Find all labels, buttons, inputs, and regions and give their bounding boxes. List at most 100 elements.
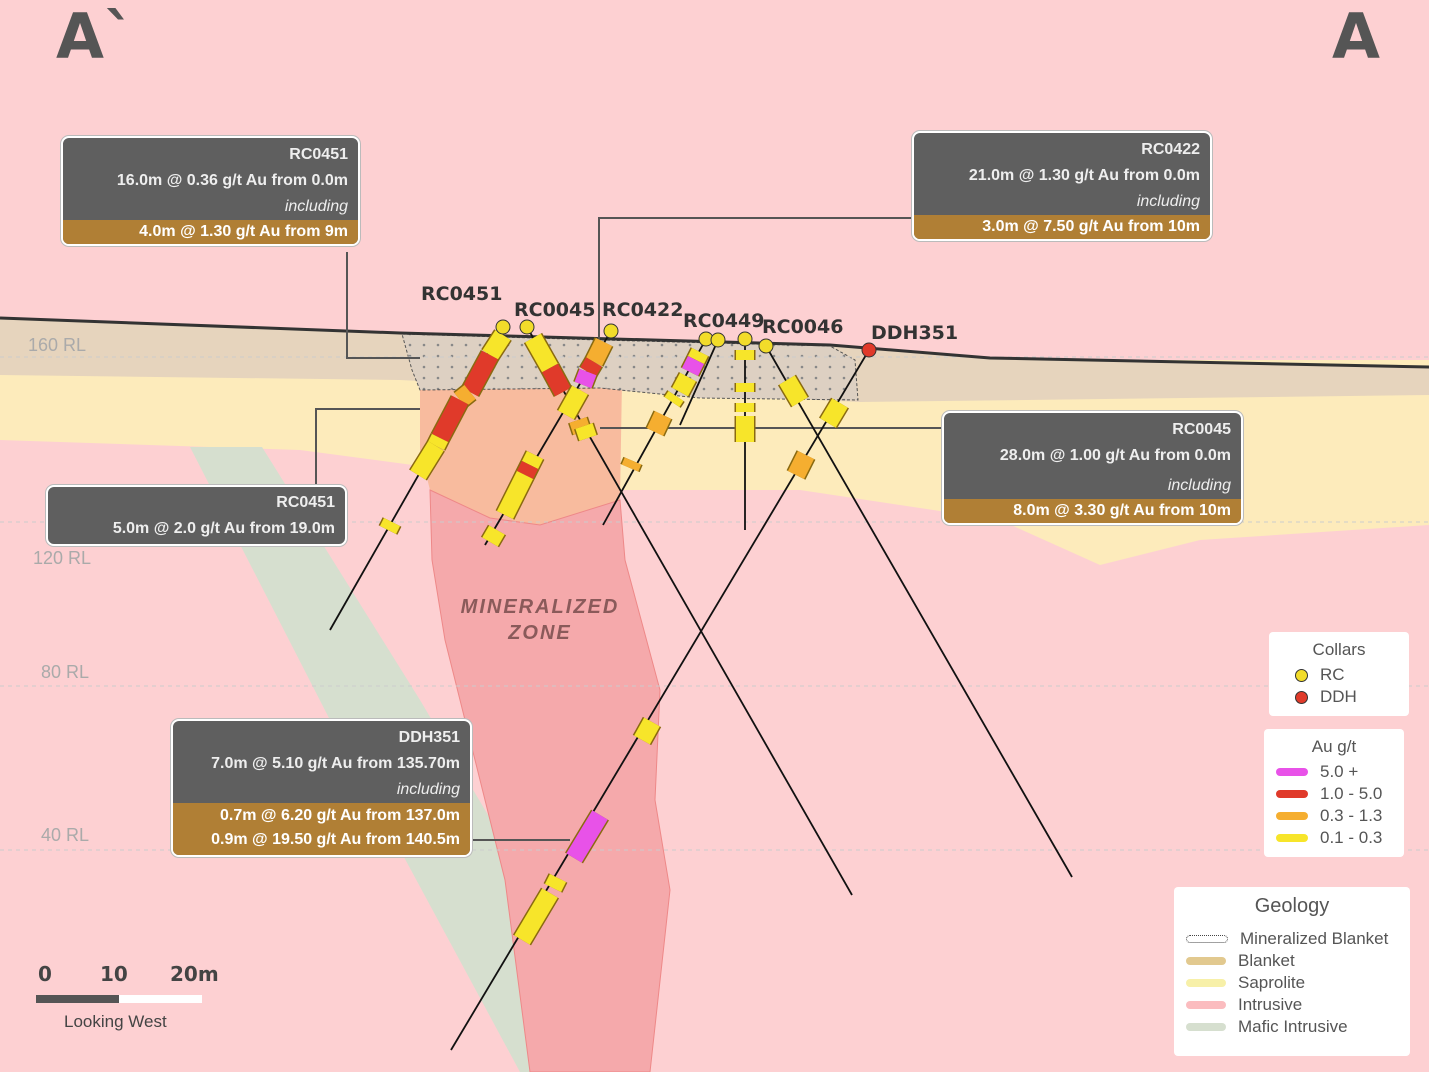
callout-result: 7.0m @ 5.10 g/t Au from 135.70m [211,755,460,772]
legend-item: Mineralized Blanket [1174,928,1410,950]
grade-interval [634,717,660,745]
grade-interval [687,347,709,365]
legend-label: Saprolite [1238,973,1306,992]
grade-interval [779,375,808,407]
callout-including: including [1167,477,1231,494]
grade-interval [432,395,468,443]
grade-interval [566,810,608,863]
callout-hole: RC0451 [276,494,335,511]
legend-item: Mafic Intrusive [1174,1016,1410,1038]
callout-rc0045: RC0045 28.0m @ 1.00 g/t Au from 0.0m inc… [942,411,1243,525]
callout-hole: RC0045 [1172,421,1231,438]
callout-including: including [284,198,348,215]
zone-label-line1: MINERALIZED [460,596,620,618]
grade-swatch [1276,768,1308,776]
callout-highlight: 4.0m @ 1.30 g/t Au from 9m [63,220,358,244]
scale-tick: 10 [100,962,128,986]
hole-label-ddh351: DDH351 [871,322,959,344]
grade-interval [482,525,505,547]
scale-segment-light [119,995,202,1003]
grade-interval [427,433,449,451]
grade-interval [574,368,597,389]
callout-highlight: 8.0m @ 3.30 g/t Au from 10m [944,499,1241,523]
grade-interval [646,411,672,436]
rc-collar-icon [495,319,511,335]
callout-including: including [396,781,460,798]
rc-collar-icon [710,332,726,348]
legend-label: Intrusive [1238,995,1303,1014]
legend-item: 5.0 + [1264,761,1404,783]
legend-item: 1.0 - 5.0 [1264,783,1404,805]
grade-interval [664,391,684,407]
drill-hole-trace [679,339,719,426]
callout-hole: RC0422 [1141,141,1200,158]
rl-label-40: 40 RL [41,825,90,845]
legend-title: Au g/t [1311,737,1357,756]
grade-interval [787,450,815,480]
legend-geology: Geology Mineralized Blanket Blanket Sapr… [1174,887,1410,1056]
legend-label: 0.3 - 1.3 [1320,806,1383,825]
grade-interval [558,385,588,420]
rc-collar-icon [603,323,619,339]
callout-ddh351: DDH351 7.0m @ 5.10 g/t Au from 135.70m i… [171,719,472,857]
hole-label-rc0045: RC0045 [514,299,596,321]
grade-interval [516,460,539,480]
legend-label: DDH [1320,687,1357,706]
grade-swatch [1276,790,1308,798]
grade-interval [575,423,597,441]
mineralized-zone-label: MINERALIZED ZONE [455,594,625,646]
zone-label-line2: ZONE [508,622,572,644]
grade-interval [496,470,534,520]
rc-collar-icon [1295,668,1308,682]
legend-label: Mafic Intrusive [1238,1017,1348,1036]
grade-interval [514,888,558,945]
grade-interval [544,873,567,893]
rc-collar-icon [758,338,774,354]
grade-interval [820,398,848,428]
callout-rc0451-low: RC0451 5.0m @ 2.0 g/t Au from 19.0m [46,485,347,546]
grade-interval [681,355,705,377]
legend-item: Blanket [1174,950,1410,972]
grade-interval [462,350,498,397]
section-end-right: A [1332,0,1380,73]
rl-label-160: 160 RL [28,335,87,355]
legend-collars: Collars RC DDH [1269,632,1409,716]
callout-rc0422: RC0422 21.0m @ 1.30 g/t Au from 0.0m inc… [912,131,1212,241]
grade-intervals [378,329,850,946]
view-direction: Looking West [64,1012,167,1031]
grade-interval [454,384,476,408]
legend-item: RC [1269,664,1409,686]
grade-interval [379,517,401,535]
callout-result: 5.0m @ 2.0 g/t Au from 19.0m [112,520,335,537]
legend-item: Saprolite [1174,972,1410,994]
callout-result: 16.0m @ 0.36 g/t Au from 0.0m [116,172,348,189]
legend-label: 5.0 + [1320,762,1359,781]
grade-interval [672,372,696,397]
rl-label-120: 120 RL [33,548,92,568]
rl-label-80: 80 RL [41,662,90,682]
ddh-collar-icon [861,342,877,358]
rc-collar-icon [519,319,535,335]
callout-hole: RC0451 [289,146,348,163]
legend-label: RC [1320,665,1345,684]
legend-grade: Au g/t 5.0 + 1.0 - 5.0 0.3 - 1.3 0.1 - 0… [1264,729,1404,857]
callout-result: 21.0m @ 1.30 g/t Au from 0.0m [968,167,1200,184]
grade-interval [621,457,642,472]
mafic-intrusive-swatch [1186,1023,1226,1031]
mineralized-blanket-swatch [1186,935,1228,943]
grade-interval [580,357,602,377]
grade-interval [525,333,558,373]
legend-item: DDH [1269,686,1409,708]
callout-including: including [1136,193,1200,210]
legend-item: 0.3 - 1.3 [1264,805,1404,827]
callout-result: 28.0m @ 1.00 g/t Au from 0.0m [999,447,1231,464]
ddh-collar-icon [1295,690,1308,704]
hole-label-rc0422: RC0422 [602,299,684,321]
mineralized-zone [429,489,671,1072]
callout-rc0451-top: RC0451 16.0m @ 0.36 g/t Au from 0.0m inc… [61,136,360,246]
callout-highlight: 3.0m @ 7.50 g/t Au from 10m [914,215,1210,239]
rc-collar-icon [737,331,753,347]
hole-label-rc0451: RC0451 [421,283,503,305]
surface-line [0,316,1429,369]
legend-label: 1.0 - 5.0 [1320,784,1383,803]
